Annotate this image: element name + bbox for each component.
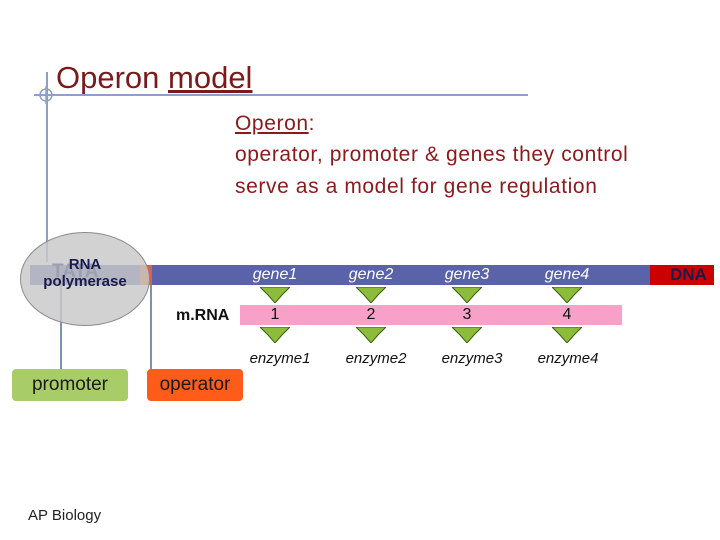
tata-label: TATA xyxy=(52,261,99,282)
dna-strand xyxy=(30,265,714,285)
mrna-segment-number: 2 xyxy=(366,306,376,323)
promoter-connector xyxy=(60,285,62,369)
dna-label: DNA xyxy=(670,265,707,284)
down-arrow-icon xyxy=(452,327,482,343)
mrna-segment-number: 4 xyxy=(562,306,572,323)
promoter-label: promoter xyxy=(12,369,128,401)
gene-label: gene3 xyxy=(444,266,490,283)
down-arrow-icon xyxy=(260,287,290,303)
footer-course-label: AP Biology xyxy=(28,507,102,524)
rna-polymerase-label: RNA polymerase xyxy=(43,256,127,290)
mrna-segment-number: 1 xyxy=(270,306,280,323)
operator-connector xyxy=(150,285,152,369)
mrna-segment-number: 3 xyxy=(462,306,472,323)
down-arrow-icon xyxy=(260,327,290,343)
down-arrow-icon xyxy=(452,287,482,303)
operator-label: operator xyxy=(147,369,243,401)
gene-label: gene4 xyxy=(544,266,590,283)
enzyme-label: enzyme4 xyxy=(537,350,599,367)
down-arrow-icon xyxy=(552,327,582,343)
slide-title: Operon model xyxy=(56,60,253,95)
gene-label: gene2 xyxy=(348,266,394,283)
rna-polymerase xyxy=(20,232,150,326)
mrna-strand xyxy=(240,305,622,325)
down-arrow-icon xyxy=(356,327,386,343)
enzyme-label: enzyme2 xyxy=(345,350,407,367)
down-arrow-icon xyxy=(552,287,582,303)
vertical-rule xyxy=(46,72,48,262)
enzyme-label: enzyme3 xyxy=(441,350,503,367)
crosshair-icon xyxy=(37,86,55,104)
title-underline-rule xyxy=(34,94,528,96)
dna-end-segment xyxy=(650,265,714,285)
gene-label: gene1 xyxy=(252,266,298,283)
mrna-label: m.RNA xyxy=(176,307,230,324)
operon-definition-label: Operon: xyxy=(235,112,316,135)
enzyme-label: enzyme1 xyxy=(249,350,311,367)
operon-regulation-line: serve as a model for gene regulation xyxy=(235,175,598,198)
operon-definition-line: operator, promoter & genes they control xyxy=(235,143,629,166)
down-arrow-icon xyxy=(356,287,386,303)
